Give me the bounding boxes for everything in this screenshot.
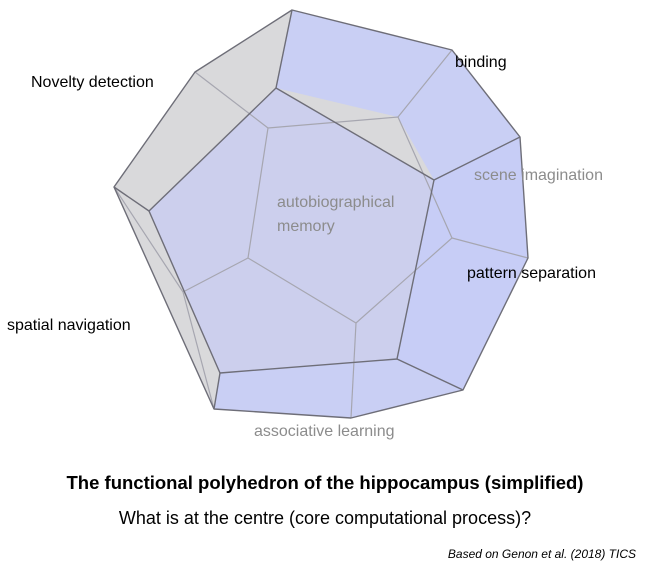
- hidden-edge: [397, 49, 453, 118]
- label-autobiographical-memory-line1: autobiographical: [277, 194, 395, 211]
- dodecahedron-figure: Novelty detection binding scene imaginat…: [7, 9, 603, 440]
- label-spatial-navigation: spatial navigation: [7, 317, 131, 334]
- figure-question: What is at the centre (core computationa…: [118, 508, 532, 528]
- label-pattern-separation: pattern separation: [467, 265, 596, 282]
- hidden-edge: [194, 71, 269, 129]
- back-face-pentagon: [247, 116, 453, 324]
- hidden-edge: [451, 237, 529, 259]
- hidden-edges: [113, 49, 529, 419]
- front-edge: [113, 186, 150, 212]
- front-face-outline: [148, 87, 435, 374]
- outer-outline: [113, 9, 529, 419]
- front-edge: [433, 136, 521, 181]
- hidden-edge: [182, 257, 249, 293]
- face-pattern-separation: [397, 137, 528, 390]
- visible-edges: [113, 9, 529, 419]
- label-binding: binding: [455, 54, 507, 71]
- hidden-edge: [350, 322, 357, 419]
- figure-title: The functional polyhedron of the hippoca…: [66, 472, 584, 493]
- dodecahedron: [113, 9, 529, 419]
- face-front-centre: [149, 88, 434, 373]
- front-edge: [396, 358, 464, 391]
- label-associative-learning: associative learning: [254, 423, 395, 440]
- front-edge: [213, 372, 221, 410]
- hidden-edge: [182, 291, 215, 410]
- label-scene-imagination: scene imagination: [474, 167, 603, 184]
- label-autobiographical-memory-line2: memory: [277, 218, 335, 235]
- hidden-edge: [113, 186, 184, 293]
- front-edge: [275, 9, 293, 89]
- source-citation: Based on Genon et al. (2018) TICS: [447, 547, 636, 561]
- face-scene-imagination: [398, 50, 520, 180]
- face-associative-learning: [214, 359, 463, 418]
- face-binding: [276, 10, 452, 117]
- label-novelty-detection: Novelty detection: [31, 74, 154, 91]
